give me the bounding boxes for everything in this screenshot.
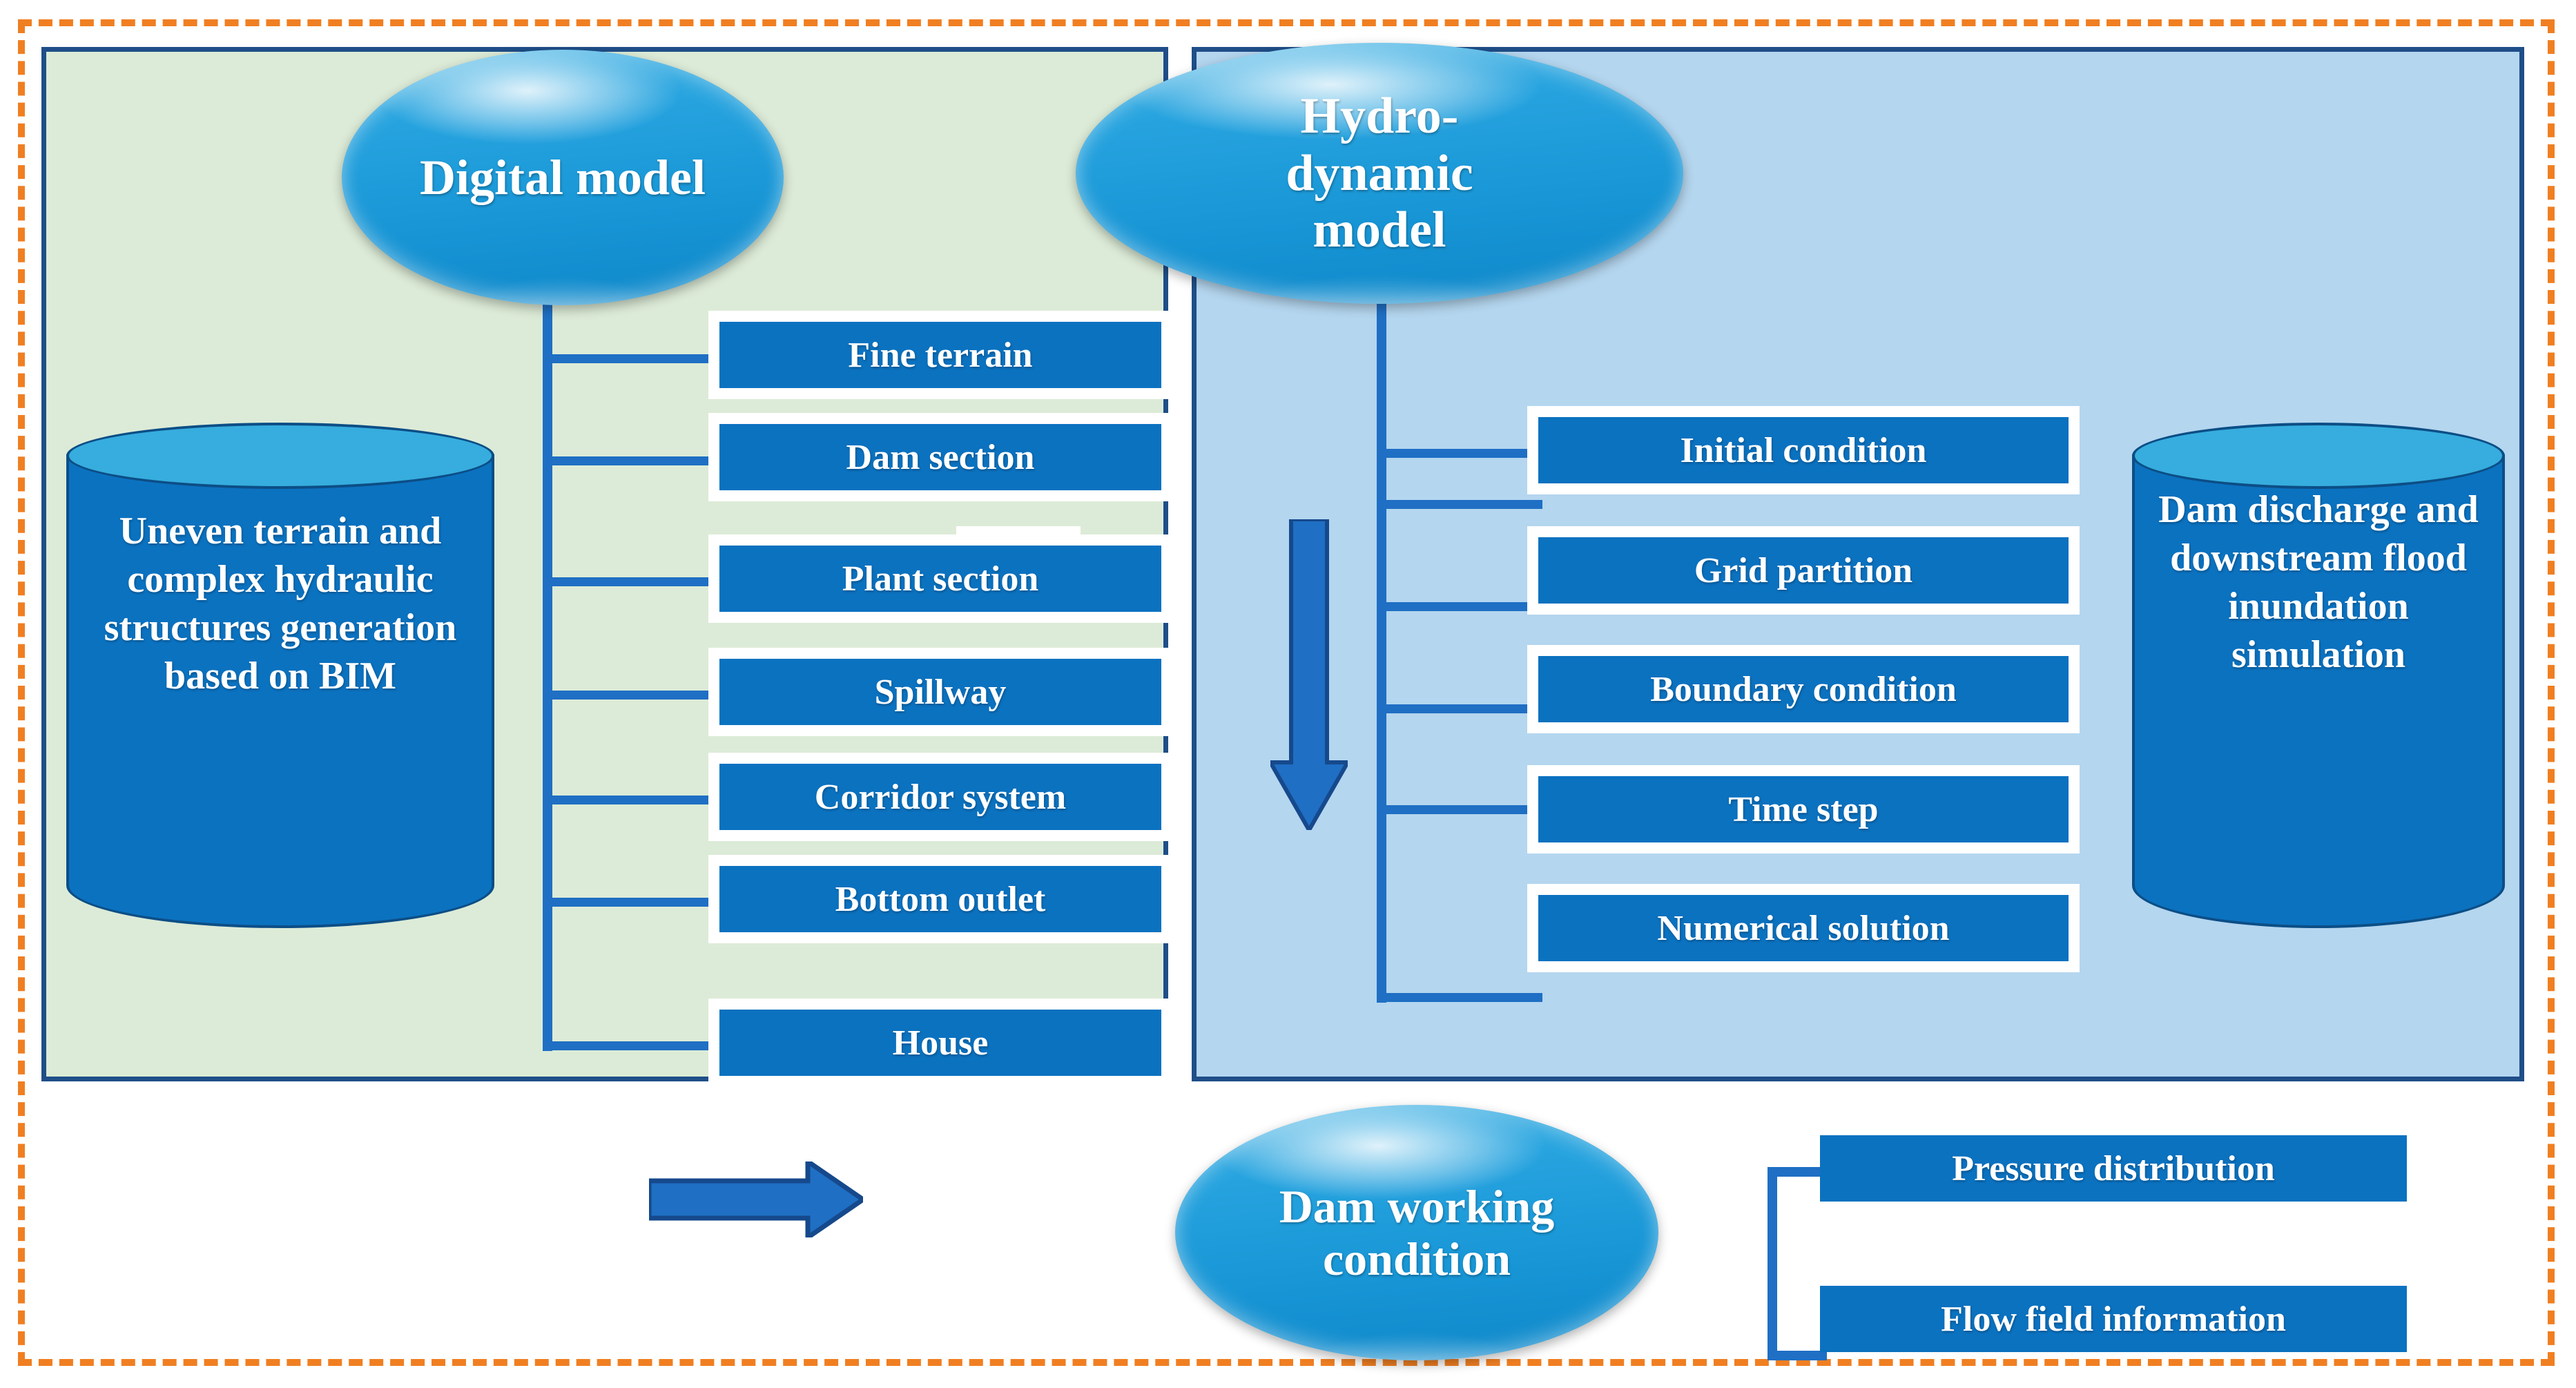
- digital-tree-spine: [543, 304, 552, 1051]
- box-time-step[interactable]: Time step: [1538, 776, 2069, 842]
- working-condition-spine: [1768, 1167, 1777, 1360]
- box-grid-partition[interactable]: Grid partition: [1538, 537, 2069, 604]
- box-house[interactable]: House: [719, 1010, 1161, 1076]
- white-divider-bar: [956, 526, 1081, 537]
- digital-branch-4: [543, 691, 724, 700]
- input-data-cylinder: Uneven terrain and complex hydraulic str…: [66, 423, 494, 947]
- digital-branch-7: [543, 1041, 724, 1050]
- digital-model-label: Digital model: [420, 149, 706, 205]
- cylinder-top-ellipse: [2132, 423, 2505, 489]
- digital-branch-1: [543, 354, 724, 363]
- digital-branch-3: [543, 577, 724, 586]
- hydro-branch-5: [1377, 805, 1542, 814]
- right-arrow-icon: [649, 1162, 863, 1237]
- hydro-branch-3: [1377, 602, 1542, 611]
- hydro-branch-2: [1377, 500, 1542, 509]
- box-boundary-condition[interactable]: Boundary condition: [1538, 656, 2069, 722]
- output-result-cylinder: Dam discharge and downstream flood inund…: [2132, 423, 2505, 947]
- down-arrow-icon: [1270, 519, 1348, 830]
- cylinder-body: [2132, 454, 2505, 928]
- working-branch-2: [1768, 1351, 1827, 1360]
- input-data-label: Uneven terrain and complex hydraulic str…: [104, 509, 457, 697]
- box-flow-field-information[interactable]: Flow field information: [1820, 1286, 2407, 1352]
- digital-branch-5: [543, 796, 724, 804]
- output-result-label: Dam discharge and downstream flood inund…: [2158, 488, 2479, 677]
- digital-model-node[interactable]: Digital model: [342, 50, 784, 305]
- box-numerical-solution[interactable]: Numerical solution: [1538, 895, 2069, 961]
- box-pressure-distribution[interactable]: Pressure distribution: [1820, 1135, 2407, 1202]
- hydro-branch-6: [1377, 993, 1542, 1002]
- box-initial-condition[interactable]: Initial condition: [1538, 417, 2069, 483]
- hydro-branch-4: [1377, 704, 1542, 713]
- cylinder-top-ellipse: [66, 423, 494, 489]
- working-branch-1: [1768, 1167, 1827, 1177]
- hydro-dynamic-model-label: Hydro- dynamic model: [1286, 87, 1473, 259]
- box-spillway[interactable]: Spillway: [719, 659, 1161, 725]
- box-bottom-outlet[interactable]: Bottom outlet: [719, 866, 1161, 932]
- cylinder-body: [66, 454, 494, 928]
- dam-working-condition-node[interactable]: Dam working condition: [1175, 1105, 1658, 1360]
- dam-working-condition-label: Dam working condition: [1279, 1179, 1555, 1285]
- hydro-tree-spine: [1377, 298, 1386, 1003]
- hydro-dynamic-model-node[interactable]: Hydro- dynamic model: [1076, 43, 1683, 304]
- box-dam-section[interactable]: Dam section: [719, 424, 1161, 490]
- box-plant-section[interactable]: Plant section: [719, 546, 1161, 612]
- box-fine-terrain[interactable]: Fine terrain: [719, 322, 1161, 388]
- hydro-branch-1: [1377, 449, 1542, 458]
- digital-branch-6: [543, 898, 724, 907]
- outer-dashed-frame: [18, 19, 2555, 1366]
- digital-branch-2: [543, 456, 724, 465]
- box-corridor-system[interactable]: Corridor system: [719, 764, 1161, 830]
